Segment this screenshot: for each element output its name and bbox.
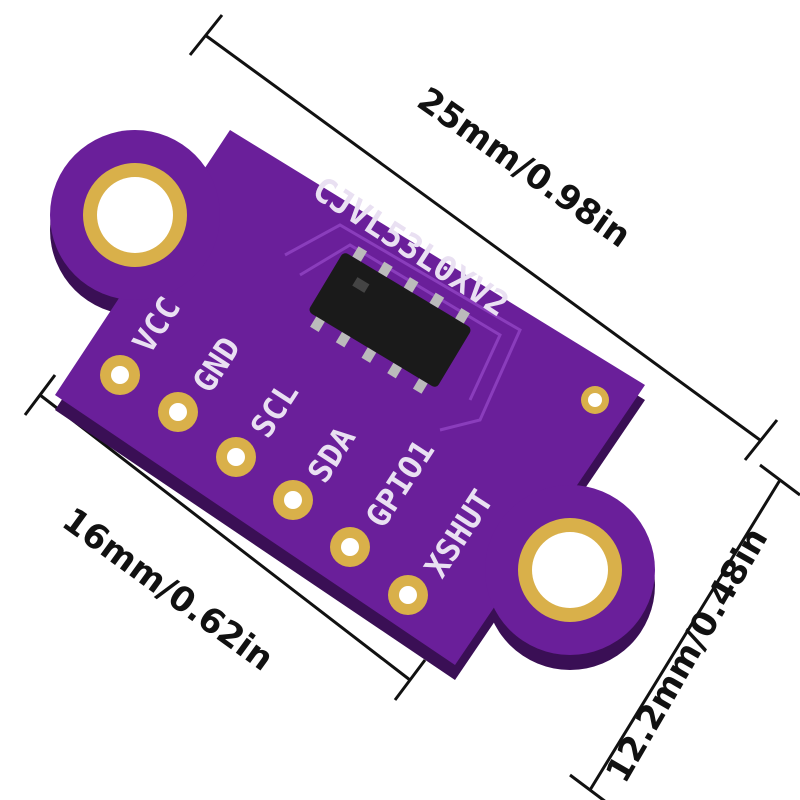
dimension-lines [23, 14, 800, 800]
length-dimension-label: 25mm/0.98in [410, 80, 638, 256]
pin-row-tick-end [393, 659, 427, 701]
length-tick-end [743, 419, 779, 461]
length-line [204, 33, 761, 442]
pin-pads [100, 355, 428, 615]
pin-row-tick-start [23, 374, 57, 416]
width-tick-start [759, 463, 800, 497]
sensor-chip [309, 246, 471, 394]
pin-row-line [39, 393, 411, 682]
mounting-holes [83, 163, 622, 622]
length-tick-start [188, 14, 224, 56]
traces [284, 223, 522, 432]
board [50, 130, 655, 665]
width-tick-end [569, 773, 606, 800]
width-line [588, 479, 782, 791]
